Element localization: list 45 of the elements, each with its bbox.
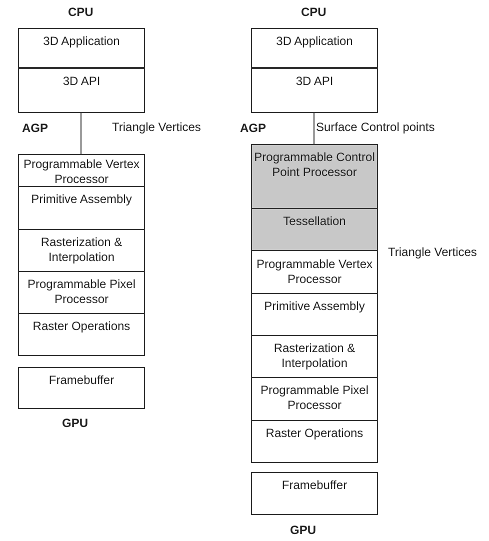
stage-box	[251, 472, 378, 515]
stage-box	[18, 313, 145, 356]
annotation-label: Triangle Vertices	[388, 245, 477, 259]
stage-box	[251, 377, 378, 421]
stage-box	[18, 229, 145, 272]
stage-label: Framebuffer	[280, 477, 348, 493]
annotation-label: Triangle Vertices	[112, 120, 201, 134]
stage-label: Primitive Assembly	[263, 298, 366, 314]
stage-label: 3D API	[294, 73, 334, 89]
stage-label: Rasterization & Interpolation	[272, 340, 356, 371]
stage-box	[18, 186, 145, 230]
stage-label: Raster Operations	[264, 425, 364, 441]
stage-box	[251, 208, 378, 251]
stage-box	[18, 271, 145, 314]
stage-box	[18, 28, 145, 68]
section-heading: CPU	[68, 5, 94, 19]
stage-box	[251, 293, 378, 336]
stage-label: Rasterization & Interpolation	[40, 234, 124, 265]
stage-label: Programmable Control Point Processor	[253, 149, 376, 180]
stage-box	[251, 68, 378, 113]
section-heading: GPU	[290, 523, 316, 537]
stage-label: Programmable Pixel Processor	[26, 276, 137, 307]
section-heading: AGP	[240, 121, 266, 135]
stage-label: Raster Operations	[32, 318, 132, 334]
stage-label: Primitive Assembly	[30, 191, 133, 207]
stage-label: Tessellation	[282, 213, 347, 229]
stage-label: 3D API	[62, 73, 102, 89]
stage-box	[251, 144, 378, 209]
stage-label: Programmable Vertex Processor	[255, 256, 374, 287]
stage-box	[251, 420, 378, 463]
section-heading: CPU	[301, 5, 326, 19]
section-heading: GPU	[62, 416, 88, 430]
stage-label: Framebuffer	[48, 372, 116, 388]
stage-box	[251, 335, 378, 378]
stage-label: 3D Application	[275, 33, 354, 49]
stage-box	[251, 28, 378, 68]
stage-box	[251, 250, 378, 294]
annotation-label: Surface Control points	[316, 120, 435, 134]
stage-box	[18, 68, 145, 113]
stage-box	[18, 367, 145, 409]
section-heading: AGP	[22, 121, 48, 135]
stage-label: Programmable Pixel Processor	[259, 382, 370, 413]
connector-line	[80, 112, 82, 154]
stage-label: 3D Application	[42, 33, 121, 49]
stage-label: Programmable Vertex Processor	[22, 156, 141, 187]
